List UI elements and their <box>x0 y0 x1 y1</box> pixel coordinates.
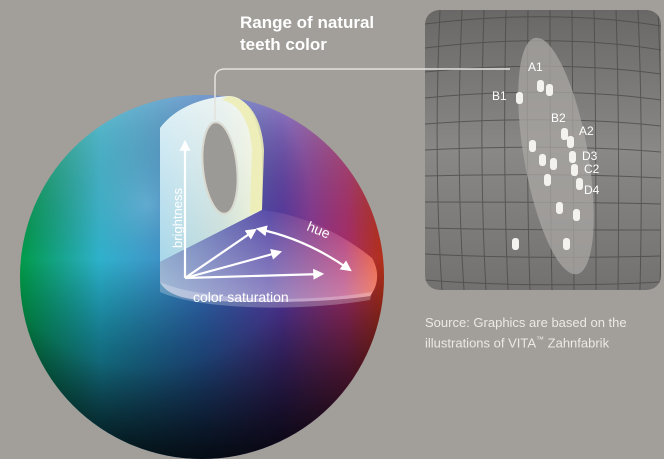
shade-map-panel: A1 B1 B2 A2 D3 C2 D4 <box>425 10 661 290</box>
tooth-shade-marker <box>563 238 570 250</box>
tooth-shade-marker <box>537 80 544 92</box>
tooth-shade-marker <box>546 84 553 96</box>
tooth-shade-marker <box>567 136 574 148</box>
shade-label-b1: B1 <box>492 89 507 103</box>
tooth-shade-marker <box>512 238 519 250</box>
source-line-2-text: illustrations of VITA <box>425 335 537 351</box>
shade-label-a1: A1 <box>528 60 543 74</box>
title-line-1: Range of natural <box>240 13 375 32</box>
tooth-shade-marker <box>516 92 523 104</box>
teeth-color-region <box>201 121 239 215</box>
tooth-shade-marker <box>571 164 578 176</box>
tooth-shade-marker <box>561 128 568 140</box>
tooth-shade-marker <box>576 178 583 190</box>
axis-arrows <box>179 139 352 280</box>
source-line-2-suffix: Zahnfabrik <box>544 335 610 351</box>
tooth-shade-marker <box>539 154 546 166</box>
trademark-symbol: ™ <box>536 335 545 344</box>
tooth-shade-markers <box>512 80 583 250</box>
tooth-shade-marker <box>544 174 551 186</box>
color-saturation-label: color saturation <box>193 289 289 305</box>
shade-label-a2: A2 <box>579 124 594 138</box>
shade-label-d4: D4 <box>584 183 600 197</box>
cutaway-rim <box>222 96 264 214</box>
shade-label-b2: B2 <box>551 111 566 125</box>
tooth-shade-marker <box>550 158 557 170</box>
shade-label-d3: D3 <box>582 149 598 163</box>
shade-label-c2: C2 <box>584 162 600 176</box>
tooth-shade-marker <box>556 202 563 214</box>
brightness-label: brightness <box>170 188 185 248</box>
source-caption: Source: Graphics are based on the illust… <box>425 314 627 351</box>
tooth-shade-marker <box>573 209 580 221</box>
source-line-1: Source: Graphics are based on the <box>425 315 627 330</box>
source-line-2: illustrations of VITA™ Zahnfabrik <box>425 331 627 351</box>
tooth-shade-marker <box>529 140 536 152</box>
leader-line <box>214 68 510 120</box>
tooth-shade-marker <box>569 151 576 163</box>
diagram-title: Range of natural teeth color <box>240 12 374 56</box>
title-line-2: teeth color <box>240 35 327 54</box>
